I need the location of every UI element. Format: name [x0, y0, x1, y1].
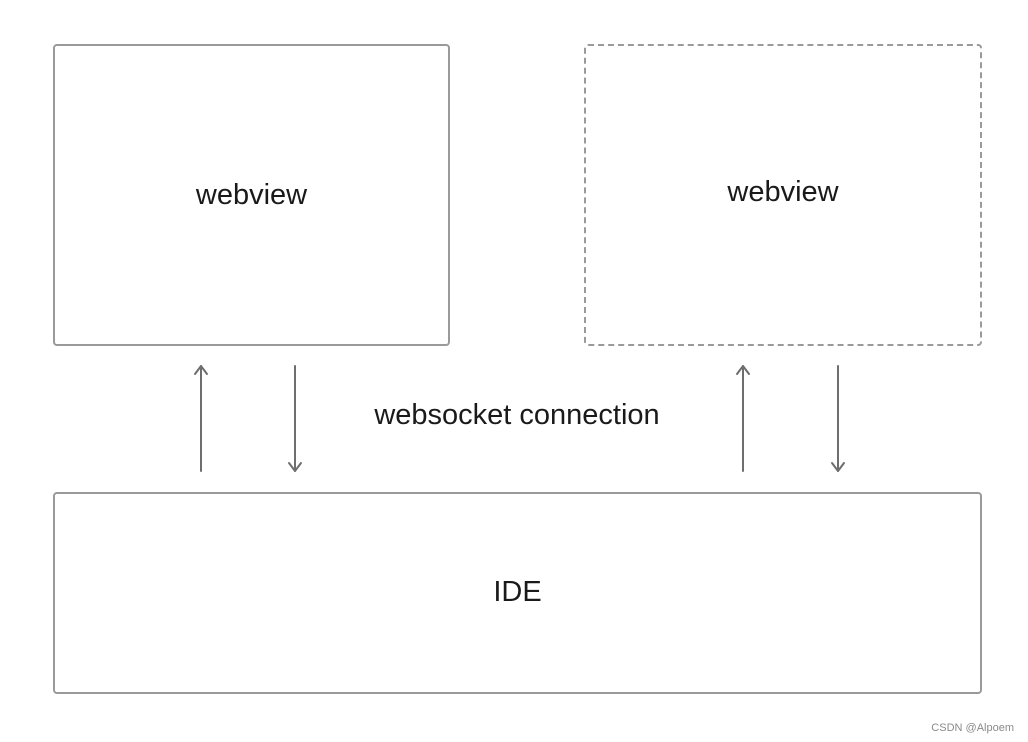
webview-label-right: webview — [727, 175, 839, 208]
watermark-text: CSDN @Alpoem — [931, 722, 1014, 734]
webview-box-left: webview — [53, 44, 450, 346]
ide-box: IDE — [53, 492, 982, 694]
webview-label-left: webview — [195, 178, 308, 211]
websocket-connection-label: websocket connection — [374, 399, 660, 431]
webview-box-right: webview — [584, 44, 982, 346]
ide-label: IDE — [493, 575, 542, 608]
